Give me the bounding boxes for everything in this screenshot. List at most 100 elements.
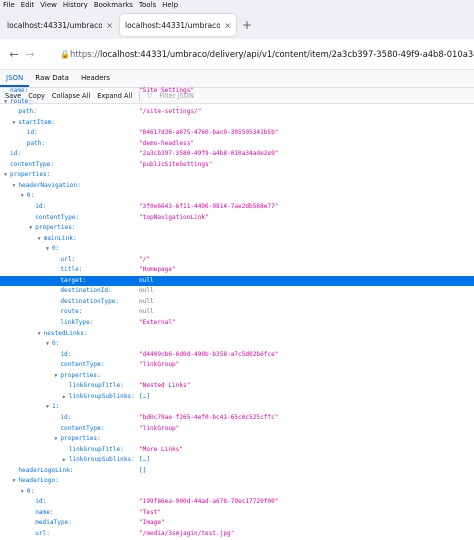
expand-toggle-icon[interactable]: ▼ [29, 225, 33, 232]
expand-toggle-icon[interactable]: ▼ [37, 235, 41, 242]
close-icon[interactable]: × [224, 20, 231, 30]
json-row[interactable]: ▼0: [0, 191, 474, 202]
menu-history[interactable]: History [62, 1, 88, 9]
json-row[interactable]: url:"/" [0, 255, 474, 266]
json-row[interactable]: contentType:"linkGroup" [0, 424, 474, 435]
json-row[interactable]: name:"Test" [0, 508, 474, 519]
json-row[interactable]: path:"/site-settings/" [0, 107, 474, 118]
json-value: "Site Settings" [139, 87, 195, 94]
copy-button[interactable]: Copy [28, 91, 45, 100]
json-row[interactable]: ▼properties: [0, 223, 474, 234]
json-row[interactable]: ▼startItem: [0, 118, 474, 129]
json-row[interactable]: contentType:"topNavigationLink" [0, 213, 474, 224]
expand-toggle-icon[interactable]: ▼ [20, 488, 24, 495]
json-value: "Test" [139, 508, 162, 516]
menu-edit[interactable]: Edit [20, 1, 35, 9]
browser-tab-1[interactable]: localhost:44331/umbraco/delivery/a × [2, 14, 118, 36]
new-tab-icon[interactable]: + [242, 18, 253, 32]
expand-toggle-icon[interactable]: ▼ [12, 119, 16, 126]
json-row[interactable]: ▼0: [0, 339, 474, 350]
expand-toggle-icon[interactable]: ▼ [46, 341, 50, 348]
json-key: properties: [10, 171, 51, 179]
json-row[interactable]: ▼properties: [0, 371, 474, 382]
json-row[interactable]: ▼nestedLinks: [0, 329, 474, 340]
json-row[interactable]: destinationType:null [0, 297, 474, 308]
json-row[interactable]: ▼1: [0, 402, 474, 413]
expand-toggle-icon[interactable]: ▼ [37, 330, 41, 337]
menu-help[interactable]: Help [162, 1, 179, 9]
collapse-toggle-icon[interactable]: ▶ [62, 457, 66, 464]
navigation-bar: ← → 🔒 https:// localhost:44331/umbraco/d… [0, 39, 474, 70]
tab-title: localhost:44331/umbraco/delivery/a [125, 20, 221, 30]
json-row[interactable]: route:null [0, 307, 474, 318]
json-row[interactable]: id:"bd0c79ae-f265-4ef0-bc41-65c0c525cffc… [0, 413, 474, 424]
expand-toggle-icon[interactable]: ▼ [46, 404, 50, 411]
json-value[interactable]: […] [139, 392, 151, 400]
json-row[interactable]: ▶linkGroupSublinks:[…] [0, 455, 474, 466]
menu-tools[interactable]: Tools [138, 1, 157, 9]
json-row[interactable]: path:"demo-headless" [0, 139, 474, 150]
json-row[interactable]: contentType:"publicSiteSettings" [0, 160, 474, 171]
json-row[interactable]: url:"/media/3smjagin/test.jpg" [0, 529, 474, 540]
tab-json[interactable]: JSON [0, 70, 30, 87]
json-row[interactable]: ▼headerLogo: [0, 476, 474, 487]
json-row[interactable]: id:"d4409cb6-6d0d-490b-b358-a7c5d02b6fce… [0, 350, 474, 361]
json-row[interactable]: contentType:"linkGroup" [0, 360, 474, 371]
save-button[interactable]: Save [5, 91, 22, 100]
json-key: nestedLinks: [43, 329, 88, 337]
close-icon[interactable]: × [106, 20, 113, 30]
json-row[interactable]: ▼mainLink: [0, 234, 474, 245]
tab-headers[interactable]: Headers [80, 74, 111, 82]
json-row[interactable]: headerLogoLink:[] [0, 466, 474, 477]
json-value[interactable]: […] [139, 456, 151, 464]
json-row[interactable]: destinationId:null [0, 286, 474, 297]
json-row[interactable]: target:null [0, 275, 474, 287]
back-arrow-icon[interactable]: ← [9, 47, 19, 61]
expand-toggle-icon[interactable]: ▼ [54, 436, 58, 443]
json-row[interactable]: id:"3f0e6643-6f11-4496-9814-7ae2db568e77… [0, 202, 474, 213]
json-key: route: [60, 308, 83, 316]
menu-view[interactable]: View [40, 1, 57, 9]
json-row[interactable]: ▼properties: [0, 170, 474, 181]
lock-icon: 🔒 [60, 49, 70, 59]
menu-bar: File Edit View History Bookmarks Tools H… [0, 0, 474, 11]
json-row[interactable]: ▼properties: [0, 434, 474, 445]
json-key: mainLink: [43, 234, 77, 242]
expand-toggle-icon[interactable]: ▼ [4, 172, 8, 179]
json-key: contentType: [35, 213, 80, 221]
menu-bookmarks[interactable]: Bookmarks [93, 1, 133, 9]
json-row[interactable]: id:"2a3cb397-3580-49f9-a4b8-010a34ade2e9… [0, 149, 474, 160]
json-row[interactable]: title:"Homepage" [0, 265, 474, 276]
expand-toggle-icon[interactable]: ▼ [12, 182, 16, 189]
json-row[interactable]: ▶linkGroupSublinks:[…] [0, 392, 474, 403]
address-bar[interactable]: 🔒 https:// localhost:44331/umbraco/deliv… [60, 44, 474, 64]
menu-file[interactable]: File [3, 1, 15, 9]
json-row[interactable]: ▼headerNavigation: [0, 181, 474, 192]
json-key: 1: [52, 403, 60, 411]
json-row[interactable]: id:"84617d36-a675-4760-bac9-395505341b5b… [0, 128, 474, 139]
browser-tab-2[interactable]: localhost:44331/umbraco/delivery/a × [120, 14, 236, 36]
forward-arrow-icon[interactable]: → [25, 47, 35, 61]
expand-toggle-icon[interactable]: ▼ [12, 478, 16, 485]
json-row[interactable]: ▼route: [0, 97, 474, 108]
filter-icon: ▽ [147, 91, 153, 100]
json-row[interactable]: ▼0: [0, 244, 474, 255]
json-key: name: [10, 87, 29, 94]
json-row[interactable]: linkType:"External" [0, 318, 474, 329]
expand-toggle-icon[interactable]: ▼ [20, 193, 24, 200]
json-value[interactable]: [] [139, 466, 147, 474]
expand-toggle-icon[interactable]: ▼ [54, 372, 58, 379]
filter-json-input[interactable]: Filter JSON [159, 91, 194, 100]
expand-all-button[interactable]: Expand All [97, 91, 133, 100]
collapse-toggle-icon[interactable]: ▶ [62, 393, 66, 400]
expand-toggle-icon[interactable]: ▼ [46, 246, 50, 253]
tab-raw-data[interactable]: Raw Data [35, 74, 69, 82]
expand-toggle-icon[interactable]: ▼ [4, 98, 8, 105]
json-row[interactable]: linkGroupTitle:"More Links" [0, 445, 474, 456]
json-row[interactable]: mediaType:"Image" [0, 518, 474, 529]
json-row[interactable]: ▼0: [0, 487, 474, 498]
json-row[interactable]: linkGroupTitle:"Nested Links" [0, 381, 474, 392]
collapse-all-button[interactable]: Collapse All [51, 91, 91, 100]
json-row[interactable]: name: "Site Settings" [0, 86, 474, 97]
json-row[interactable]: id:"199f86ea-900d-44ad-a678-70ec17720f00… [0, 497, 474, 508]
